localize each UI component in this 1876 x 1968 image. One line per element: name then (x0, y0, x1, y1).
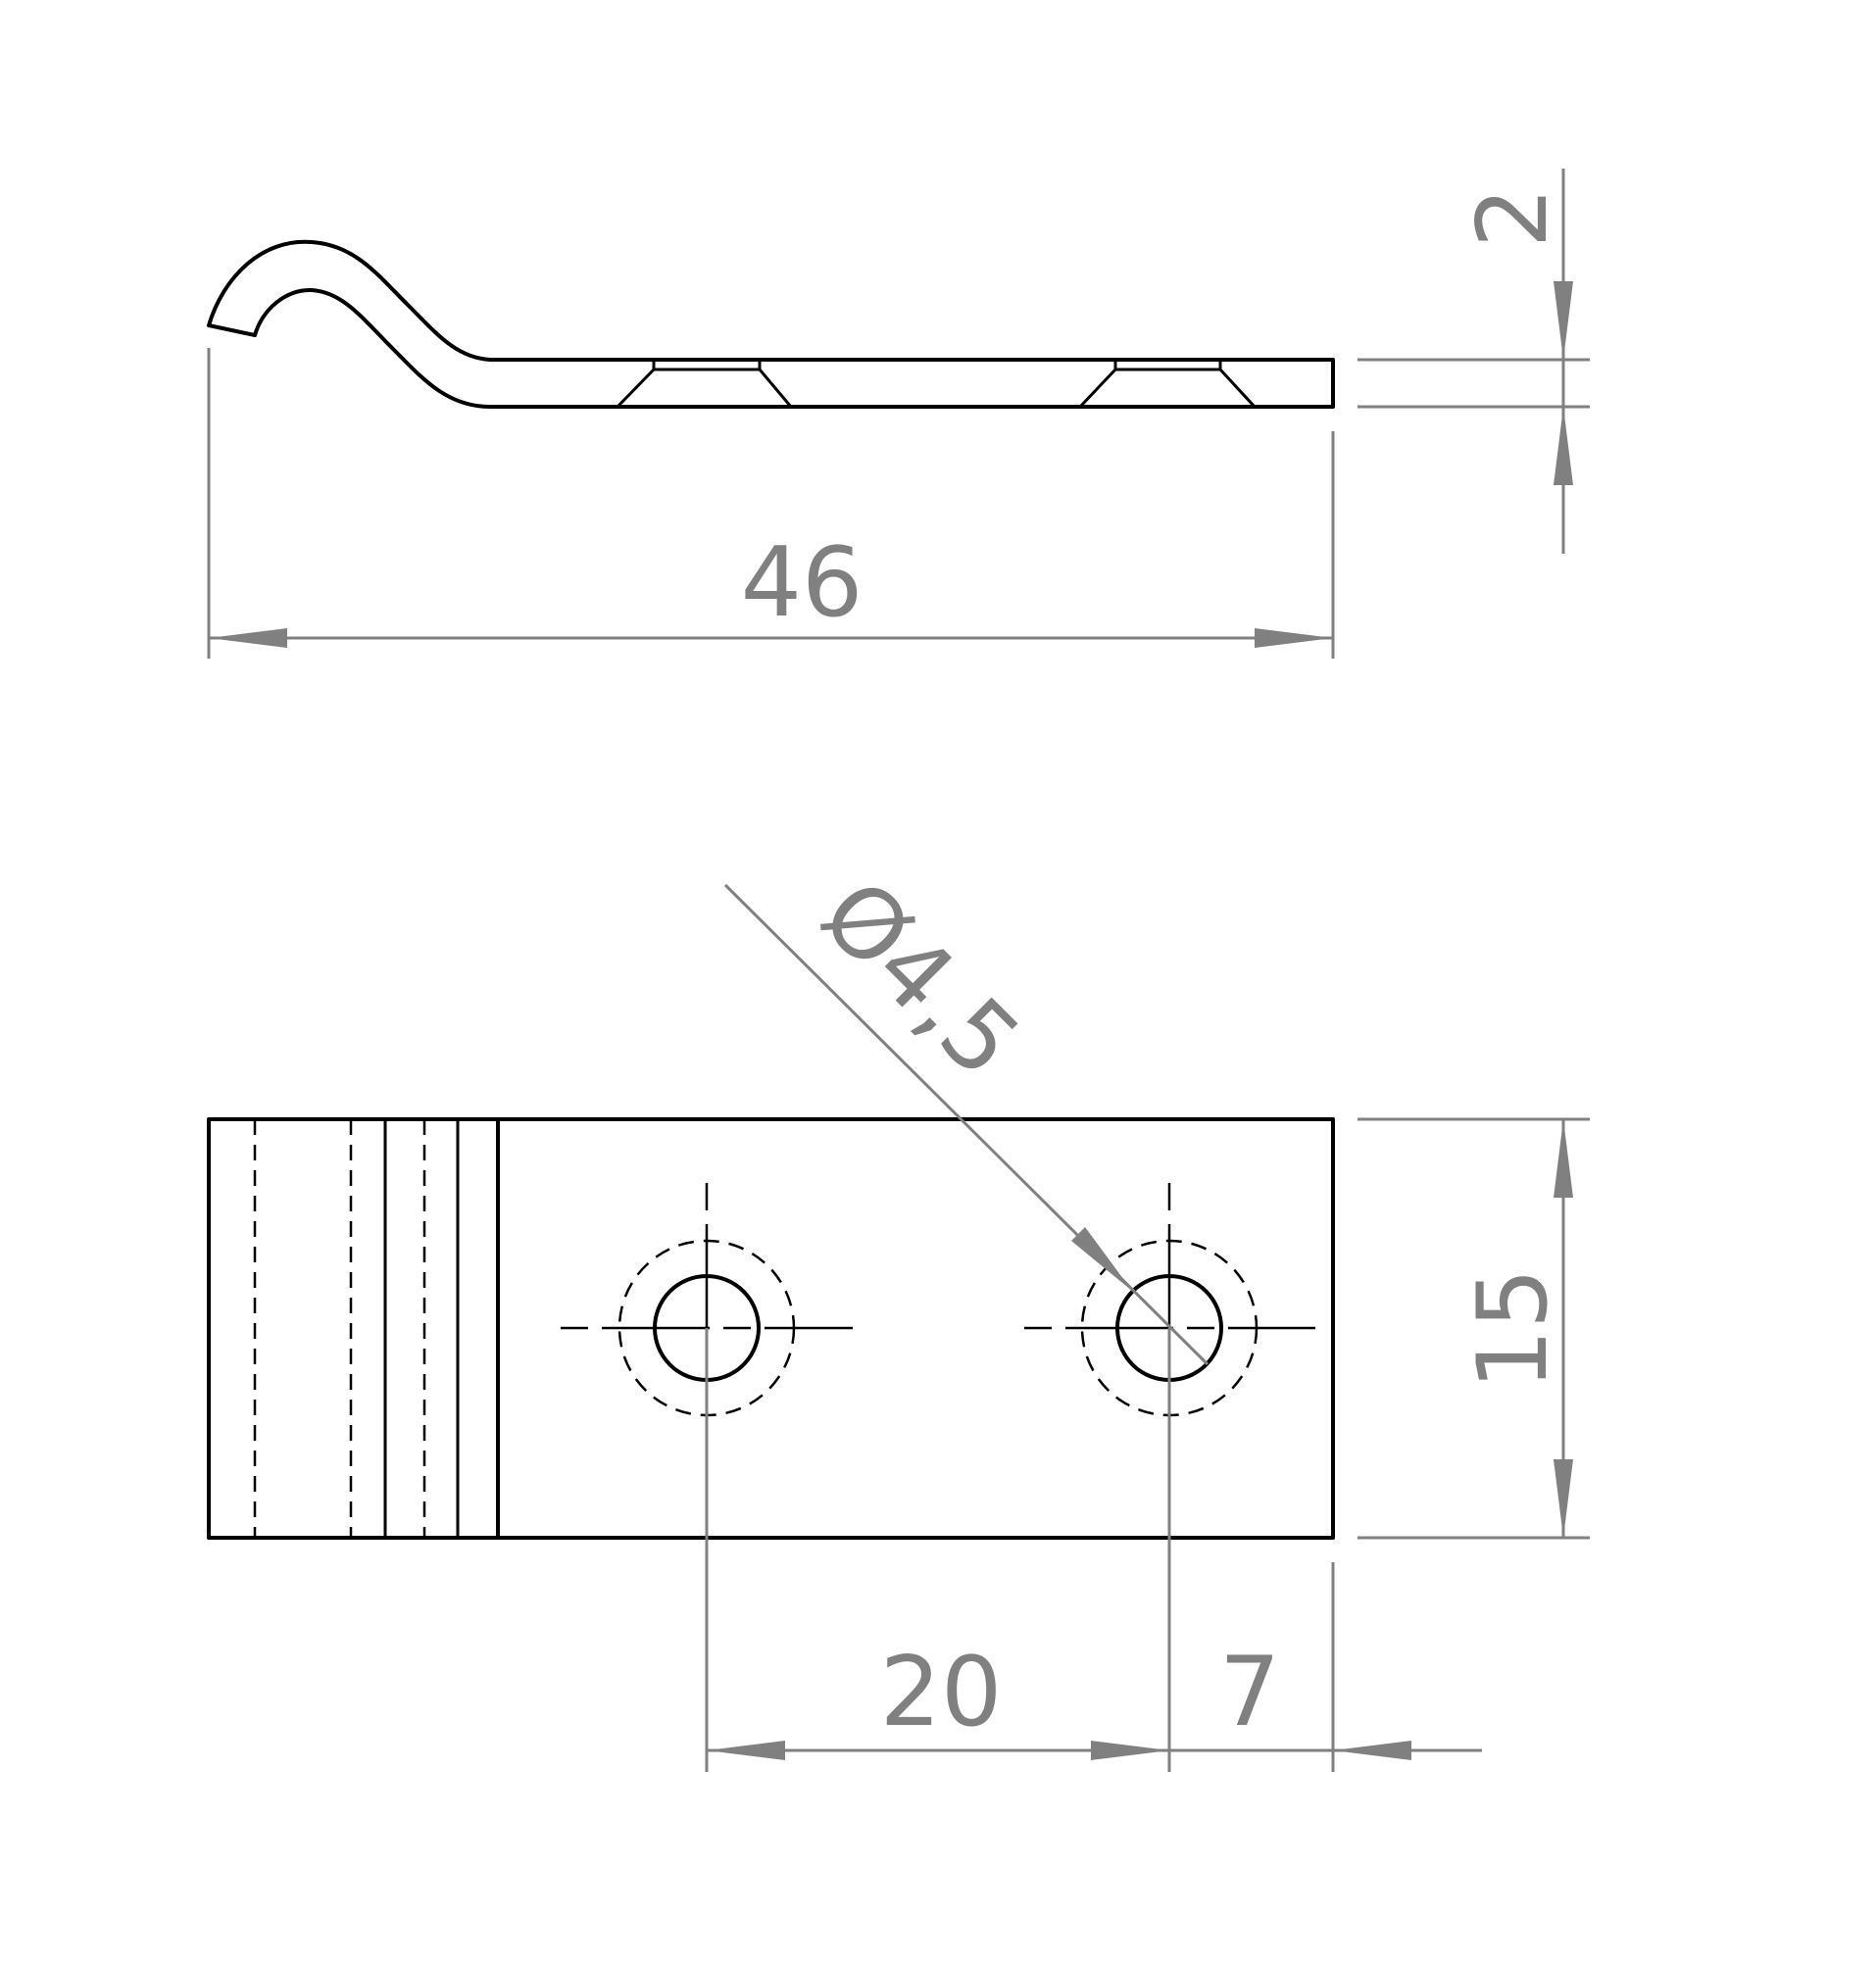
top-view (207, 1117, 1335, 1540)
dimension-label-overall-length: 46 (741, 527, 864, 639)
dimension-label-width: 15 (1457, 1268, 1569, 1391)
arrowhead (1554, 281, 1573, 360)
side-view-outline (207, 239, 1335, 409)
dimension-label-hole-diameter: Ø4,5 (800, 859, 1040, 1099)
arrowhead (1554, 407, 1573, 485)
arrowhead (1255, 628, 1333, 648)
arrowhead (707, 1741, 785, 1760)
countersink-left (616, 360, 793, 409)
dimension-overall-length: 46 (207, 348, 1335, 659)
dimension-label-edge-to-hole: 7 (1219, 1637, 1280, 1748)
arrowhead (1071, 1227, 1132, 1291)
arrowhead (1554, 1119, 1573, 1198)
arrowhead (1333, 1741, 1411, 1760)
side-view (207, 239, 1335, 409)
arrowhead (209, 628, 287, 648)
dimension-label-thickness: 2 (1457, 187, 1569, 248)
top-view-outline (207, 1117, 1335, 1540)
dimension-label-hole-spacing: 20 (880, 1637, 1003, 1748)
dimension-width: 15 (1358, 1117, 1590, 1540)
arrowhead (1091, 1741, 1169, 1760)
arrowhead (1554, 1459, 1573, 1538)
dimension-hole-spacing: 20 (705, 1328, 1171, 1772)
dimension-thickness: 2 (1358, 169, 1590, 554)
dimension-edge-to-hole: 7 (1169, 1562, 1482, 1772)
countersink-right (1078, 360, 1257, 409)
